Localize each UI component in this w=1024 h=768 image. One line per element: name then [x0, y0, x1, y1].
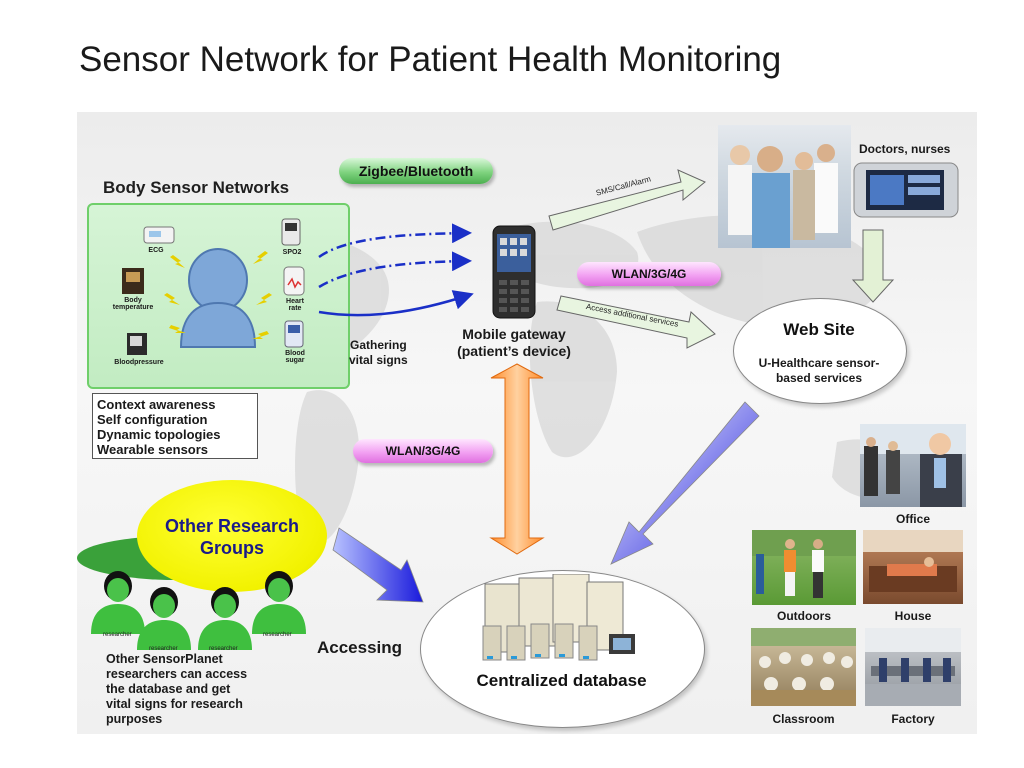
location-label-house: House — [894, 609, 932, 623]
doctors-photo — [718, 125, 851, 248]
blood-sugar-device-icon — [284, 320, 304, 348]
research-desc-line: Other SensorPlanet — [106, 652, 223, 666]
heart-rate-device-icon — [283, 266, 305, 296]
wireless-link-arrow — [318, 290, 474, 317]
house-photo — [863, 530, 963, 604]
research-to-database-arrow — [332, 527, 424, 603]
wlan-label-top: WLAN/3G/4G — [577, 262, 721, 286]
feature-item: Dynamic topologies — [97, 427, 221, 442]
sms-arrow — [548, 169, 706, 231]
signal-bolt-icons — [164, 251, 272, 339]
thermometer-device-icon — [122, 268, 144, 294]
other-research-groups-node — [137, 480, 327, 592]
outdoors-photo — [752, 530, 856, 605]
sensor-label-spo2: SPO2 — [282, 249, 302, 256]
house-couch-icon — [863, 530, 963, 592]
researcher-figure-icon — [137, 587, 191, 650]
body-sensor-graphics — [122, 218, 305, 355]
factory-photo — [865, 628, 961, 706]
mobile-gateway-label: Mobile gateway (patient’s device) — [443, 326, 585, 360]
researcher-label: researcher — [103, 632, 132, 638]
sensor-label-blood-sugar: Blood sugar — [285, 350, 305, 364]
website-node — [733, 298, 907, 404]
classroom-students-icon — [751, 628, 856, 706]
connector-arrows — [318, 169, 895, 603]
research-groups-line-2: Groups — [199, 538, 264, 558]
diagram-panel: Body Sensor Networks — [77, 112, 977, 734]
slide-title: Sensor Network for Patient Health Monito… — [79, 40, 782, 79]
patient-figure-icon — [179, 248, 257, 348]
mobile-gateway-line-1: Mobile gateway — [462, 326, 566, 342]
ecg-device-icon — [143, 226, 175, 244]
server-rack-icon — [482, 574, 635, 661]
gathering-label: Gathering vital signs — [349, 338, 408, 368]
wireless-link-arrow — [318, 223, 472, 259]
accessing-label: Accessing — [317, 638, 403, 657]
location-label-outdoors: Outdoors — [777, 609, 831, 623]
website-to-database-arrow — [610, 401, 760, 565]
sensor-label-body-temperature: Body temperature — [112, 297, 154, 311]
researcher-label: researcher — [209, 646, 238, 652]
website-desc-line-2: based services — [775, 371, 863, 385]
blood-pressure-device-icon — [127, 333, 147, 355]
wlan-label-middle: WLAN/3G/4G — [353, 439, 493, 463]
sensor-label-heart-rate: Heart rate — [286, 298, 304, 312]
sensor-label-bloodpressure: Bloodpressure — [114, 359, 164, 366]
website-desc: U-Healthcare sensor- based services — [733, 356, 905, 386]
researcher-label: researcher — [149, 646, 178, 652]
feature-item: Context awareness — [97, 397, 216, 412]
orange-double-arrow — [489, 363, 545, 555]
research-groups-line-1: Other Research — [164, 516, 300, 536]
classroom-photo — [751, 628, 856, 706]
body-sensor-networks-box: ECG SPO2 Body temperature Heart rate Blo… — [87, 203, 350, 389]
researcher-label: researcher — [263, 632, 292, 638]
features-list: Context awareness Self configuration Dyn… — [92, 393, 258, 459]
feature-item: Self configuration — [97, 412, 208, 427]
office-people-icon — [860, 424, 966, 507]
gathering-line-2: vital signs — [349, 353, 408, 367]
location-label-office: Office — [895, 512, 930, 526]
gathering-line-1: Gathering — [350, 338, 407, 352]
doctors-label: Doctors, nurses — [859, 142, 951, 156]
mobile-phone-icon — [492, 225, 536, 319]
outdoors-people-icon — [752, 530, 856, 598]
location-label-classroom: Classroom — [772, 712, 835, 726]
access-services-arrow — [556, 295, 716, 349]
tablet-device-icon — [853, 162, 959, 218]
research-desc-line: the database and get — [106, 682, 231, 696]
research-desc-line: vital signs for research — [106, 697, 243, 711]
centralized-database-label: Centralized database — [476, 671, 647, 690]
research-description: Other SensorPlanet researchers can acces… — [106, 652, 247, 727]
sensor-label-ecg: ECG — [148, 247, 164, 254]
zigbee-bluetooth-label: Zigbee/Bluetooth — [339, 158, 493, 184]
spo2-device-icon — [281, 218, 301, 246]
factory-workers-icon — [865, 628, 961, 706]
other-research-groups-label: Other Research Groups — [137, 515, 327, 559]
body-sensor-networks-title: Body Sensor Networks — [103, 178, 290, 197]
researcher-figure-icon — [198, 587, 252, 650]
office-photo — [860, 424, 966, 507]
researcher-figure-icon — [91, 571, 145, 634]
location-label-factory: Factory — [891, 712, 935, 726]
research-desc-line: purposes — [106, 712, 163, 726]
researchers-icon — [91, 571, 306, 650]
website-title: Web Site — [783, 320, 855, 339]
research-desc-line: researchers can access — [106, 667, 248, 681]
doctors-figures-icon — [728, 144, 838, 248]
feature-item: Wearable sensors — [97, 442, 209, 457]
mobile-gateway-line-2: (patient’s device) — [457, 343, 571, 359]
wireless-link-arrow — [318, 251, 472, 289]
website-desc-line-1: U-Healthcare sensor- — [758, 356, 880, 370]
doctors-to-website-arrow — [851, 229, 895, 303]
researcher-figure-icon — [252, 571, 306, 634]
